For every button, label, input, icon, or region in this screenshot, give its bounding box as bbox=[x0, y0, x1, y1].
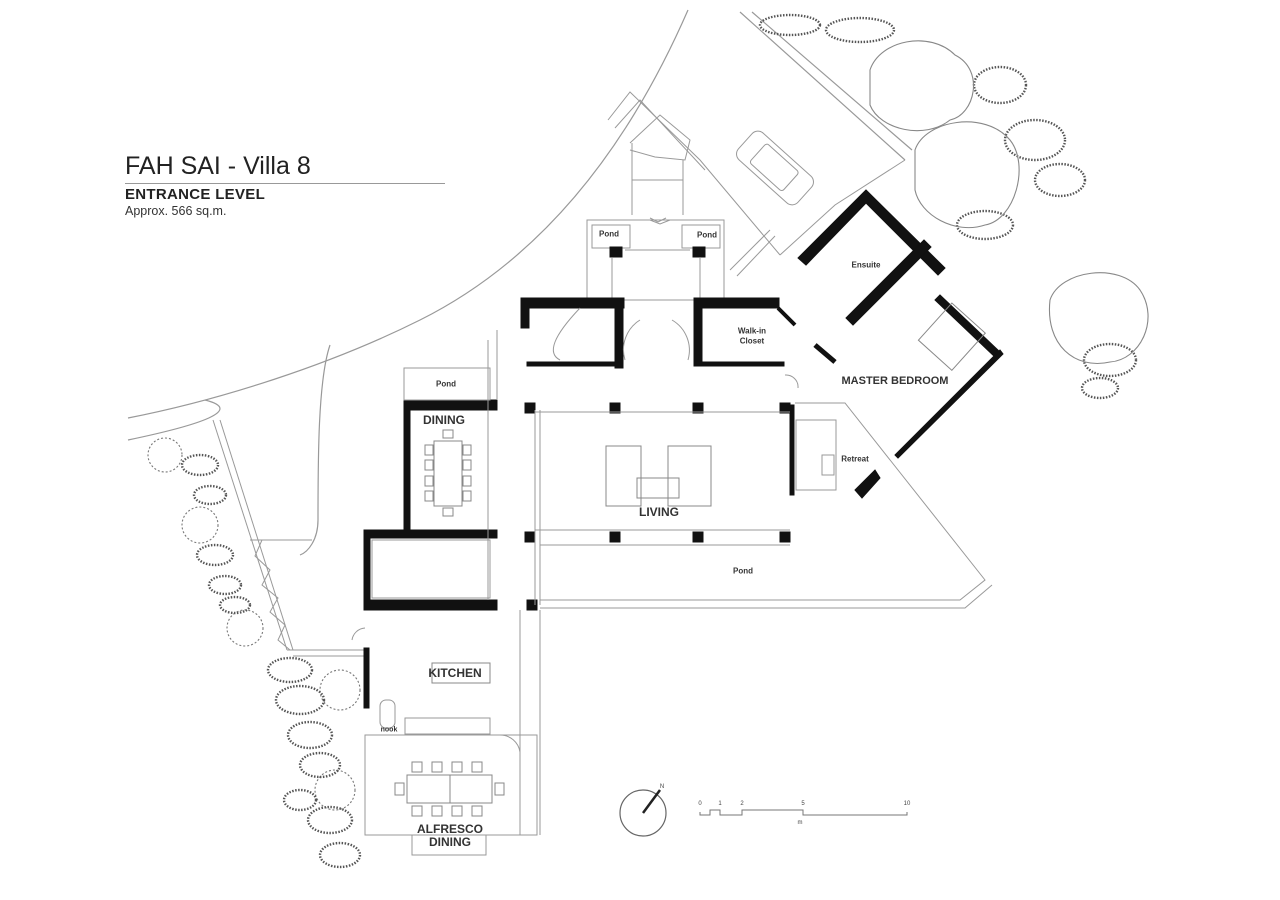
scale-tick-10: 10 bbox=[903, 801, 911, 807]
label-pond-living: Pond bbox=[733, 566, 753, 576]
site-boundary bbox=[127, 9, 913, 556]
label-pond-entry-left: Pond bbox=[599, 229, 619, 239]
scale-tick-5: 5 bbox=[801, 801, 805, 807]
label-pond-dining: Pond bbox=[436, 379, 456, 389]
title-block: FAH SAI - Villa 8 ENTRANCE LEVEL Approx.… bbox=[125, 152, 445, 218]
walls bbox=[363, 189, 1004, 709]
area-label: Approx. 566 sq.m. bbox=[125, 204, 227, 218]
north-arrow-icon bbox=[619, 789, 667, 837]
scale-unit: m bbox=[797, 820, 803, 826]
interior-lines bbox=[351, 307, 993, 856]
room-label-living: LIVING bbox=[638, 505, 680, 519]
north-label: N bbox=[659, 784, 665, 790]
room-label-dining: DINING bbox=[423, 413, 465, 427]
driveway bbox=[607, 91, 906, 277]
room-label-master-bedroom: MASTER BEDROOM bbox=[841, 375, 949, 387]
scale-tick-2: 2 bbox=[740, 801, 744, 807]
room-label-retreat: Retreat bbox=[841, 454, 869, 464]
level-label: ENTRANCE LEVEL bbox=[125, 186, 266, 203]
plan-title: FAH SAI - Villa 8 bbox=[125, 152, 311, 180]
scale-tick-0: 0 bbox=[698, 801, 702, 807]
room-label-alfresco-1: ALFRESCO bbox=[417, 822, 483, 836]
room-label-walkin-2: Closet bbox=[739, 336, 765, 346]
room-label-nook: nook bbox=[380, 726, 398, 734]
car-icon bbox=[736, 130, 814, 206]
room-label-ensuite: Ensuite bbox=[851, 260, 881, 270]
room-label-walkin-1: Walk-in bbox=[737, 326, 767, 336]
title-rule bbox=[125, 183, 445, 184]
scale-bar bbox=[699, 809, 908, 816]
scale-tick-1: 1 bbox=[718, 801, 722, 807]
furniture bbox=[394, 302, 987, 817]
garden-wall-left bbox=[212, 419, 365, 657]
room-label-kitchen: KITCHEN bbox=[428, 666, 482, 680]
room-label-alfresco-2: DINING bbox=[429, 835, 471, 849]
trees-shrubs bbox=[147, 13, 1149, 869]
label-pond-entry-right: Pond bbox=[697, 230, 717, 240]
